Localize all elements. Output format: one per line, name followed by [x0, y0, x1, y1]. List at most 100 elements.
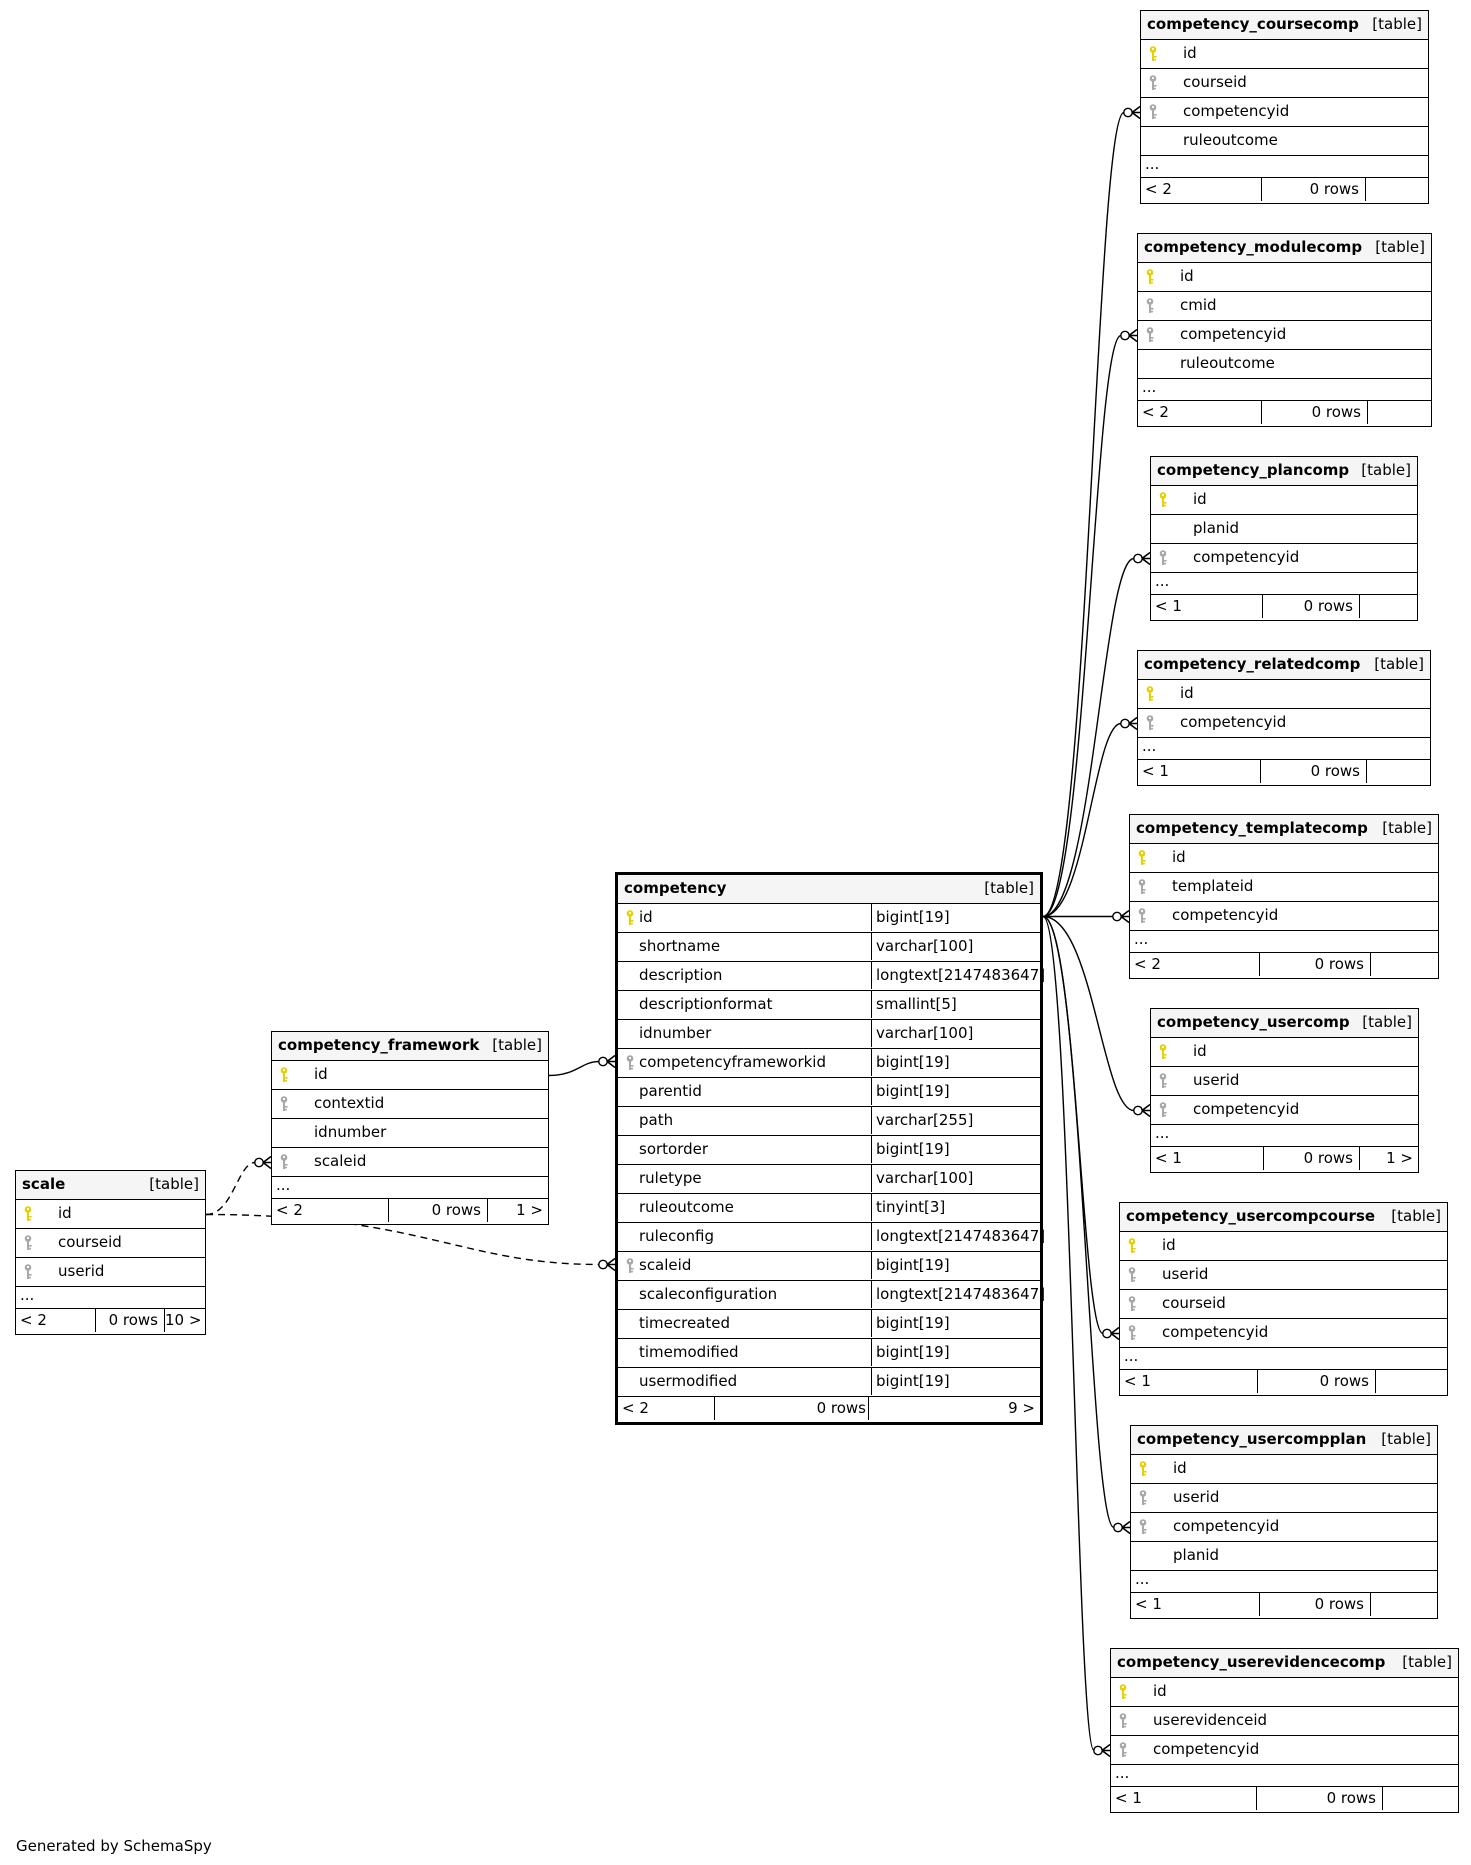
parents-count[interactable]: < 1 [1155, 1149, 1182, 1167]
column-row[interactable]: cmid [1138, 292, 1431, 321]
column-row[interactable]: planid [1151, 515, 1417, 544]
column-row[interactable]: id [16, 1200, 205, 1229]
children-count[interactable]: 1 > [1359, 1147, 1418, 1170]
more-columns: ... [1111, 1765, 1458, 1787]
column-row[interactable]: id [1151, 1038, 1418, 1067]
children-count[interactable] [1365, 178, 1428, 201]
column-name: competencyid [1172, 906, 1279, 924]
children-count[interactable] [1359, 595, 1417, 618]
column-row[interactable]: userid [1151, 1067, 1418, 1096]
parents-count[interactable]: < 2 [20, 1311, 47, 1329]
column-row[interactable]: competencyid [1130, 902, 1438, 931]
column-row[interactable]: competencyid [1151, 1096, 1418, 1125]
column-row[interactable]: ruleoutcome [1138, 350, 1431, 379]
column-row[interactable]: id [272, 1061, 548, 1090]
column-name: scaleid [639, 1256, 692, 1274]
column-row[interactable]: id [1120, 1232, 1447, 1261]
column-row[interactable]: templateid [1130, 873, 1438, 902]
column-row[interactable]: userevidenceid [1111, 1707, 1458, 1736]
column-row[interactable]: userid [1131, 1484, 1437, 1513]
parents-count[interactable]: < 1 [1135, 1595, 1162, 1613]
column-row[interactable]: contextid [272, 1090, 548, 1119]
column-row[interactable]: planid [1131, 1542, 1437, 1571]
column-name: userid [1162, 1265, 1209, 1283]
column-row[interactable]: userid [16, 1258, 205, 1287]
column-name: id [1162, 1236, 1176, 1254]
column-row[interactable]: competencyid [1131, 1513, 1437, 1542]
parents-count[interactable]: < 2 [276, 1201, 303, 1219]
column-row[interactable]: competencyid [1120, 1319, 1447, 1348]
column-row[interactable]: id [1151, 486, 1417, 515]
children-count[interactable] [1370, 953, 1438, 976]
column-type: bigint[19] [871, 1310, 950, 1337]
column-row[interactable]: id [1130, 844, 1438, 873]
parents-count[interactable]: < 1 [1142, 762, 1169, 780]
column-row[interactable]: idnumber [272, 1119, 548, 1148]
column-row[interactable]: courseid [16, 1229, 205, 1258]
column-row[interactable]: courseid [1141, 69, 1428, 98]
column-row[interactable]: scaleid [272, 1148, 548, 1177]
column-row[interactable]: id [1131, 1455, 1437, 1484]
column-row[interactable]: ruleoutcome [1141, 127, 1428, 156]
column-row[interactable]: competencyid [1111, 1736, 1458, 1765]
children-count[interactable] [1367, 401, 1431, 424]
parents-count[interactable]: < 2 [622, 1399, 649, 1417]
column-row[interactable]: competencyid [1138, 709, 1430, 738]
children-count[interactable] [1366, 760, 1430, 783]
column-row[interactable]: competencyid [1138, 321, 1431, 350]
children-count[interactable] [1370, 1593, 1437, 1616]
children-count[interactable] [1375, 1370, 1447, 1393]
column-row[interactable]: id [1141, 40, 1428, 69]
children-count[interactable]: 1 > [487, 1199, 548, 1222]
column-row[interactable]: userid [1120, 1261, 1447, 1290]
column-row[interactable]: courseid [1120, 1290, 1447, 1319]
more-columns: ... [1151, 1125, 1418, 1147]
column-row[interactable]: competencyid [1151, 544, 1417, 573]
table-name: competency [624, 879, 727, 897]
column-row[interactable]: competencyid [1141, 98, 1428, 127]
parents-count[interactable]: < 2 [1142, 403, 1169, 421]
parents-count[interactable]: < 1 [1155, 597, 1182, 615]
children-count[interactable]: 9 > [868, 1397, 1040, 1420]
parents-count[interactable]: < 1 [1115, 1789, 1142, 1807]
parents-count[interactable]: < 1 [1124, 1372, 1151, 1390]
column-row[interactable]: id [1138, 680, 1430, 709]
children-count[interactable]: 10 > [164, 1309, 205, 1332]
parents-count[interactable]: < 2 [1134, 955, 1161, 973]
children-count[interactable] [1382, 1787, 1458, 1810]
column-row[interactable]: id [1111, 1678, 1458, 1707]
parents-count[interactable]: < 2 [1145, 180, 1172, 198]
table-header: competency_coursecomp[table] [1141, 11, 1428, 40]
column-row[interactable]: id [1138, 263, 1431, 292]
